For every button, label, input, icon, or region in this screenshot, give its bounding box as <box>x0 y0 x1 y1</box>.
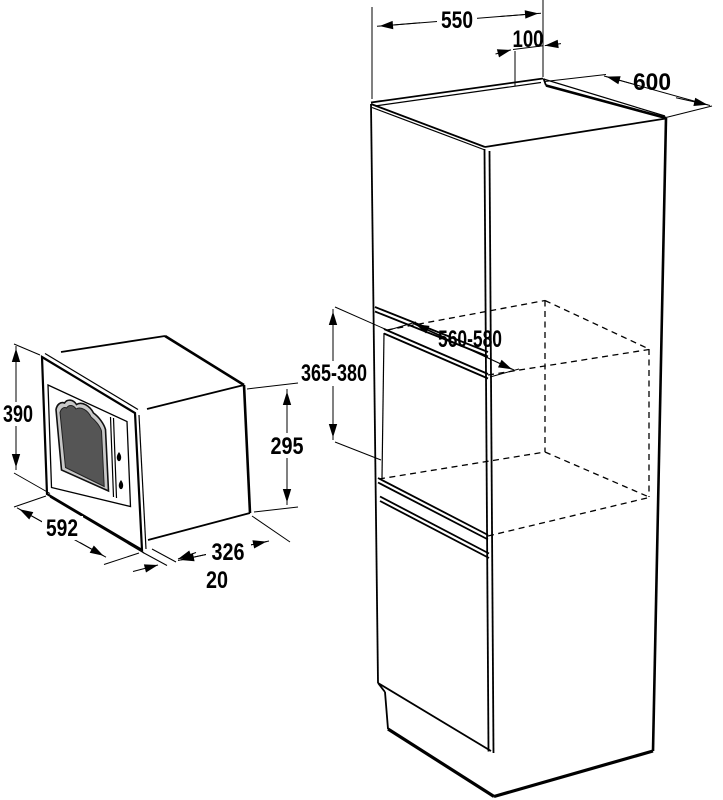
dim-niche-width-label: 560-580 <box>438 326 502 353</box>
dim-niche-width: 560-580 <box>388 321 520 378</box>
oven-knob-bottom <box>118 480 124 490</box>
dim-oven-frame-overhang: 20 <box>132 548 228 594</box>
dim-oven-body-depth: 326 <box>177 515 291 566</box>
dim-cabinet-top-depth: 550 <box>371 0 544 99</box>
dim-cabinet-side-depth-label: 600 <box>633 69 671 96</box>
dim-oven-body-height-label: 295 <box>271 433 304 460</box>
dim-cabinet-top-depth-label: 550 <box>441 7 473 34</box>
dim-cabinet-side-depth: 600 <box>544 69 713 118</box>
dim-oven-front-width: 592 <box>13 495 140 565</box>
microwave-oven <box>40 334 252 554</box>
oven-door-inner-edge <box>47 383 132 508</box>
dim-oven-front-width-label: 592 <box>46 515 78 542</box>
dim-oven-front-height-label: 390 <box>3 401 33 428</box>
dim-oven-body-depth-label: 326 <box>212 539 245 566</box>
dim-niche-height: 365-380 <box>299 306 387 461</box>
dim-cabinet-rear-cutout: 100 <box>495 26 562 86</box>
dim-oven-front-height: 390 <box>0 343 51 494</box>
dim-niche-height-label: 365-380 <box>301 360 367 387</box>
dim-cabinet-rear-cutout-label: 100 <box>513 26 544 53</box>
oven-knob-top <box>116 452 122 462</box>
dim-oven-frame-overhang-label: 20 <box>206 567 228 594</box>
niche-dashed-outline <box>378 299 650 537</box>
cabinet-front-bands <box>374 306 490 559</box>
oven-window-glass <box>59 405 105 488</box>
tall-cabinet <box>370 77 668 799</box>
dim-oven-body-height: 295 <box>246 382 310 513</box>
